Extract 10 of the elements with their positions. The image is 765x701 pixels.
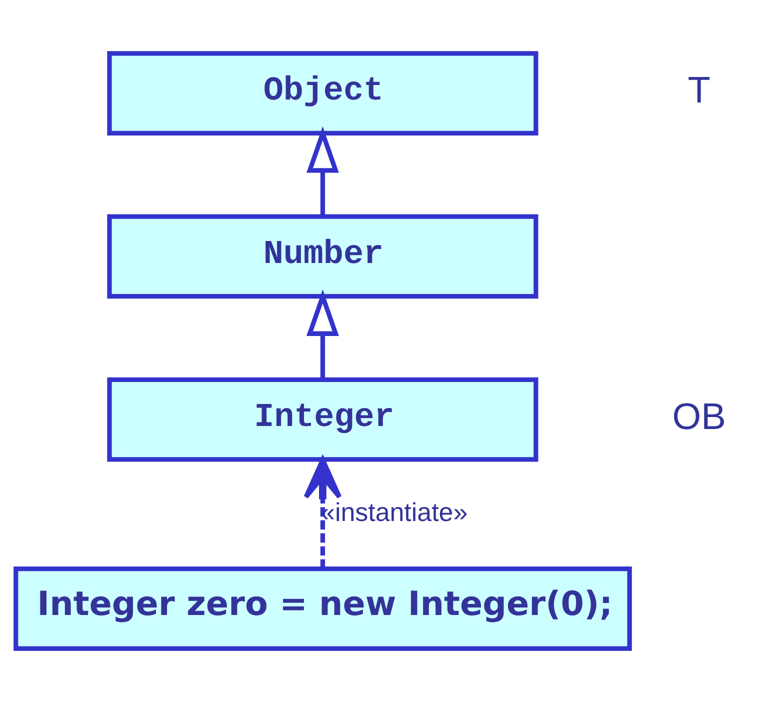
label: T: [688, 68, 710, 110]
node-box: Number: [107, 214, 538, 298]
arrow: [306, 289, 339, 379]
arrow: [306, 126, 339, 216]
node-box: Object: [107, 50, 538, 135]
node-box: Integer zero = new Integer(0);: [14, 566, 632, 650]
arrow: [304, 457, 342, 568]
node-box: Integer: [107, 376, 538, 462]
edge-label: «instantiate»: [320, 498, 468, 527]
label: OB: [672, 394, 726, 436]
